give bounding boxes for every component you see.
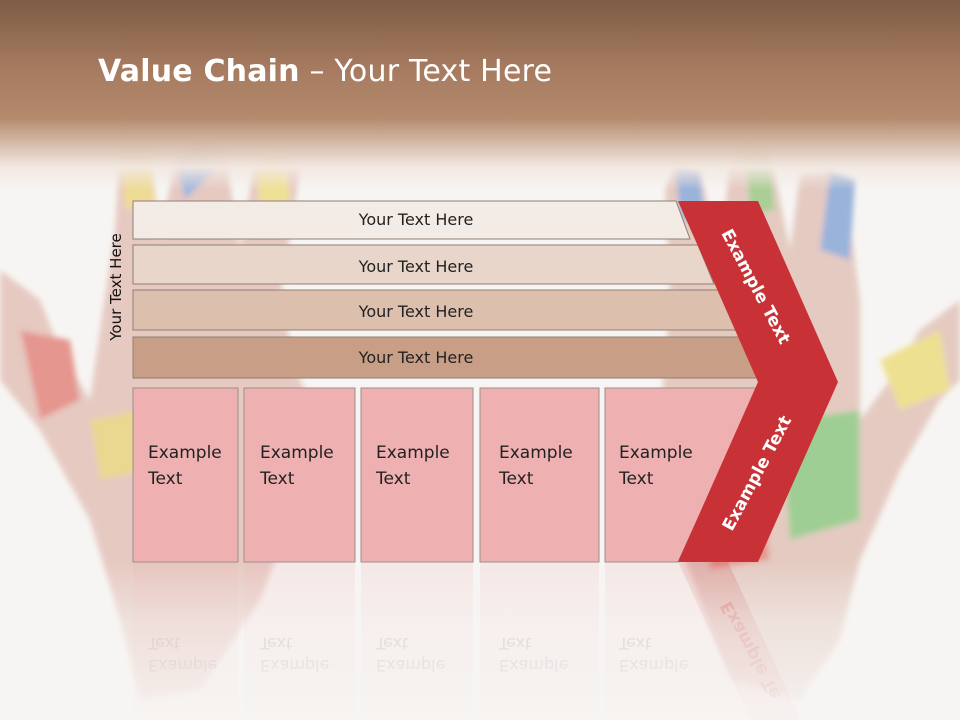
box-5-line-2: Text (618, 469, 654, 489)
reflection-text-4b: Text (498, 634, 531, 653)
value-chevron (678, 201, 838, 562)
row-1 (132, 200, 691, 240)
vertical-axis-label: Your Text Here (107, 233, 125, 341)
activity-box-3 (360, 387, 474, 563)
box-1-line-2: Text (147, 469, 183, 489)
row-4-label: Your Text Here (358, 348, 474, 367)
title-band (0, 0, 960, 190)
box-3-line-2: Text (375, 469, 411, 489)
diagram-reflection (133, 562, 801, 720)
box-3-line-1: Example (376, 443, 450, 463)
box-4-line-2: Text (498, 469, 534, 489)
reflection-text-2a: Example (260, 656, 329, 675)
reflection-text-3b: Text (375, 634, 408, 653)
box-4-line-1: Example (499, 443, 573, 463)
activity-box-4 (479, 387, 600, 563)
row-1-label: Your Text Here (358, 210, 474, 229)
reflection-text-4a: Example (499, 656, 568, 675)
reflection-text-1a: Example (148, 656, 217, 675)
reflection-text-5a: Example (619, 656, 688, 675)
reflection-text-3a: Example (376, 656, 445, 675)
row-3-label: Your Text Here (358, 302, 474, 321)
reflection-text-1b: Text (147, 634, 180, 653)
title-bold-part: Value Chain (98, 54, 300, 89)
reflection-box-4 (480, 562, 599, 720)
box-2-line-1: Example (260, 443, 334, 463)
page-title: Value Chain – Your Text Here (98, 54, 552, 89)
row-2 (132, 244, 715, 285)
box-1-line-1: Example (148, 443, 222, 463)
box-2-line-2: Text (259, 469, 295, 489)
title-regular-part: – Your Text Here (299, 54, 553, 89)
box-5-line-1: Example (619, 443, 693, 463)
reflection-text-2b: Text (259, 634, 292, 653)
activity-box-2 (243, 387, 356, 563)
row-2-label: Your Text Here (358, 257, 474, 276)
reflection-text-5b: Text (618, 634, 651, 653)
